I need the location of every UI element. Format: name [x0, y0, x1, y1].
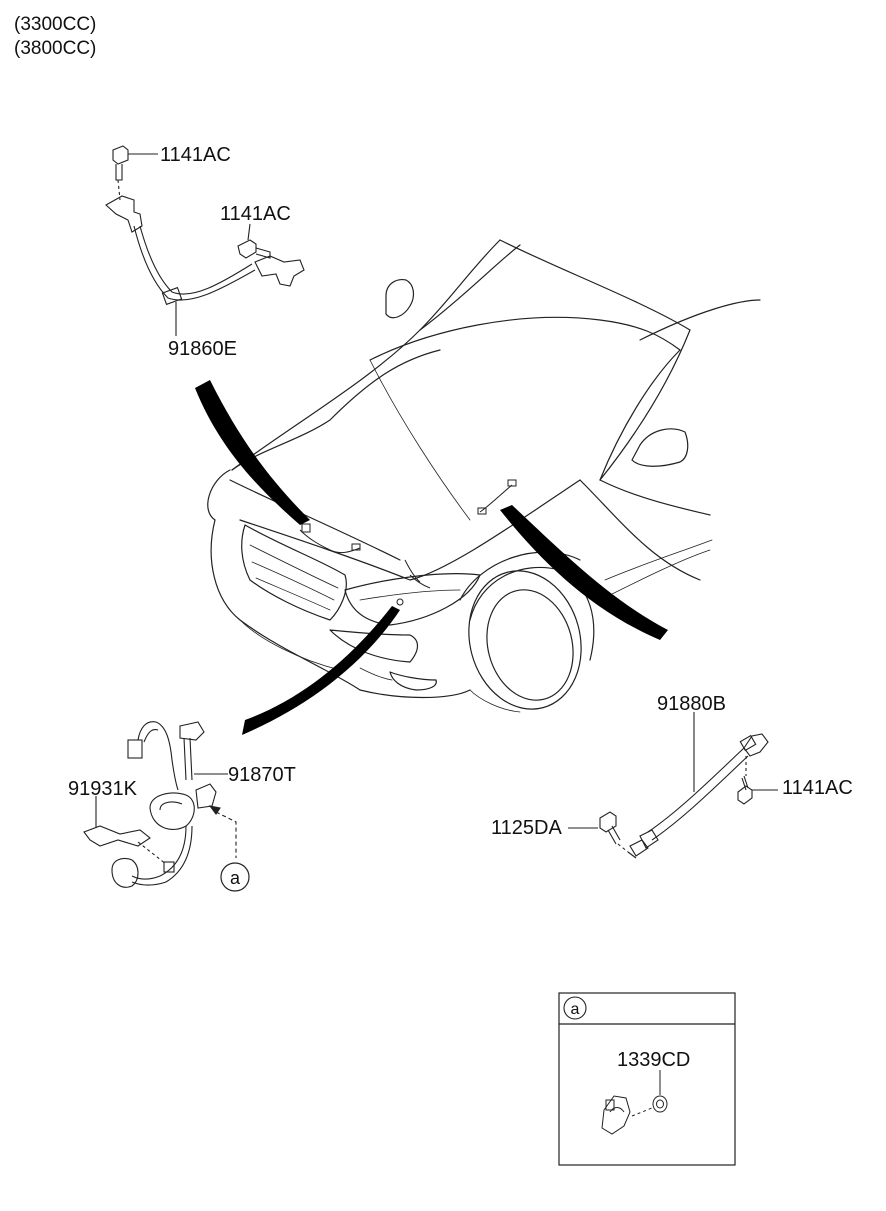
car-harness — [299, 479, 517, 606]
label-1125DA: 1125DA — [491, 817, 562, 839]
svg-text:a: a — [230, 868, 241, 888]
ground-cable-upper — [105, 145, 305, 336]
cable-right — [568, 712, 778, 859]
label-1339CD: 1339CD — [617, 1049, 691, 1071]
ref-marker: a — [220, 862, 250, 892]
label-1141AC-mid: 1141AC — [220, 203, 291, 225]
cable-lower — [83, 721, 237, 888]
label-91880B: 91880B — [657, 693, 726, 715]
engine-variant-3800: (3800CC) — [14, 38, 97, 59]
detail-box: a — [558, 992, 736, 1166]
label-1141AC-right: 1141AC — [782, 777, 853, 799]
label-91860E: 91860E — [168, 338, 237, 360]
label-91931K: 91931K — [68, 778, 137, 800]
pointer-swooshes — [195, 380, 668, 735]
svg-text:a: a — [571, 1001, 580, 1018]
car-outline — [207, 239, 761, 713]
label-1141AC-top: 1141AC — [160, 144, 231, 166]
engine-variant-3300: (3300CC) — [14, 14, 97, 35]
label-91870T: 91870T — [228, 764, 296, 786]
